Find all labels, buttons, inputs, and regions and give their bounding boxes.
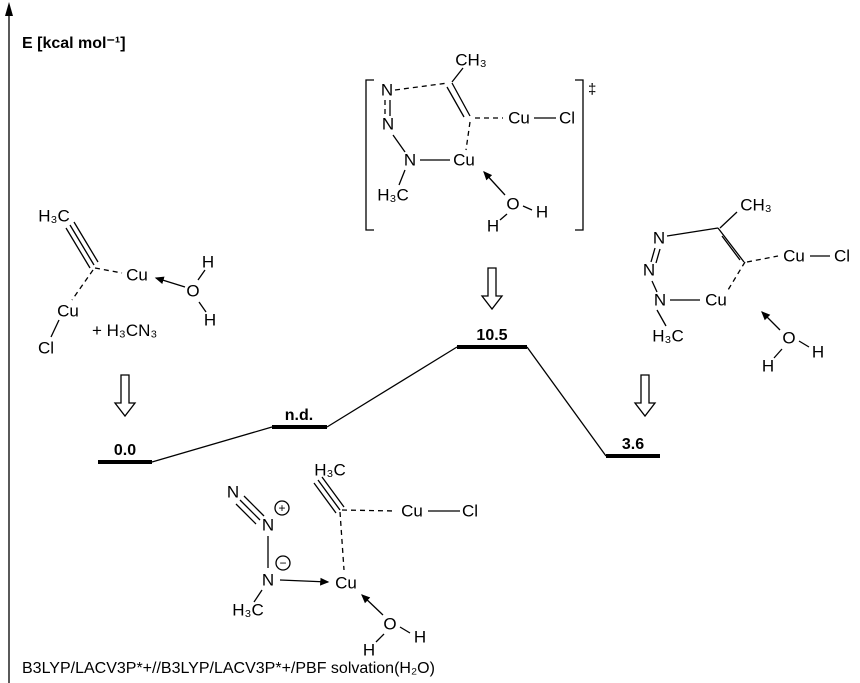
- atom: H: [762, 357, 774, 376]
- level-label-reactant: 0.0: [114, 442, 136, 459]
- axis-label: E [kcal mol⁻¹]: [22, 35, 126, 52]
- atom: Cl: [559, 109, 575, 128]
- atom: Cu: [705, 291, 727, 310]
- atom: N: [404, 151, 416, 170]
- method-footer: B3LYP/LACV3P*+//B3LYP/LACV3P*+/PBF solva…: [22, 660, 435, 677]
- atom: Cl: [834, 247, 850, 266]
- atom: N: [227, 483, 239, 502]
- atom: N: [262, 571, 274, 590]
- atom: N: [643, 261, 655, 280]
- atom: H₃C: [377, 186, 408, 205]
- atom: CH₃: [740, 196, 771, 215]
- atom: CH₃: [455, 51, 486, 70]
- atom: N: [653, 229, 665, 248]
- atom: N: [382, 115, 394, 134]
- connector: [526, 346, 607, 457]
- atom: O: [782, 329, 795, 348]
- atom: N: [262, 516, 274, 535]
- reactant-structure: H₃C Cu O H H Cu Cl + H₃CN₃: [38, 207, 216, 358]
- ts-structure: ‡ CH₃ N N N Cu Cu Cl H₃C O H H: [365, 51, 596, 236]
- energy-axis: E [kcal mol⁻¹]: [5, 2, 126, 683]
- connector: [326, 346, 458, 428]
- down-arrow-icon: [113, 374, 137, 418]
- atom: Cu: [126, 266, 148, 285]
- level-label-intermediate: n.d.: [285, 407, 313, 424]
- atom: O: [506, 195, 519, 214]
- atom: H₃C: [314, 461, 345, 480]
- level-label-product: 3.6: [622, 436, 644, 453]
- atom: H: [204, 311, 216, 330]
- atom: N: [381, 81, 393, 100]
- atom: H₃C: [38, 207, 69, 226]
- atom: H: [812, 343, 824, 362]
- connector: [151, 426, 273, 463]
- down-arrow-icon: [480, 267, 504, 311]
- plus-charge: +: [278, 501, 285, 515]
- atom: Cu: [783, 247, 805, 266]
- intermediate-structure: N N + N − Cu H₃C H₃C Cu Cl O H H: [227, 461, 478, 660]
- atom: Cu: [57, 302, 79, 321]
- atom: Cu: [335, 574, 357, 593]
- energy-levels: 0.0 n.d. 10.5 3.6: [98, 327, 660, 464]
- atom: H: [487, 217, 499, 236]
- down-arrow-icon: [633, 374, 657, 418]
- product-structure: CH₃ N N N Cu Cu Cl H₃C O H H: [643, 196, 850, 376]
- atom: O: [383, 615, 396, 634]
- atom: H: [363, 641, 375, 660]
- level-label-ts: 10.5: [476, 327, 507, 344]
- co-reactant: + H₃CN₃: [92, 321, 157, 340]
- atom: Cl: [462, 502, 478, 521]
- atom: O: [186, 282, 199, 301]
- atom: Cl: [38, 339, 54, 358]
- axis-arrow-icon: [5, 2, 13, 16]
- atom: Cu: [508, 109, 530, 128]
- atom: N: [654, 291, 666, 310]
- minus-charge: −: [279, 556, 286, 570]
- atom: H₃C: [232, 601, 263, 620]
- atom: Cu: [453, 151, 475, 170]
- atom: Cu: [401, 502, 423, 521]
- atom: H: [536, 203, 548, 222]
- atom: H: [202, 253, 214, 272]
- dagger: ‡: [588, 81, 596, 98]
- atom: H: [414, 628, 426, 647]
- atom: H₃C: [652, 327, 683, 346]
